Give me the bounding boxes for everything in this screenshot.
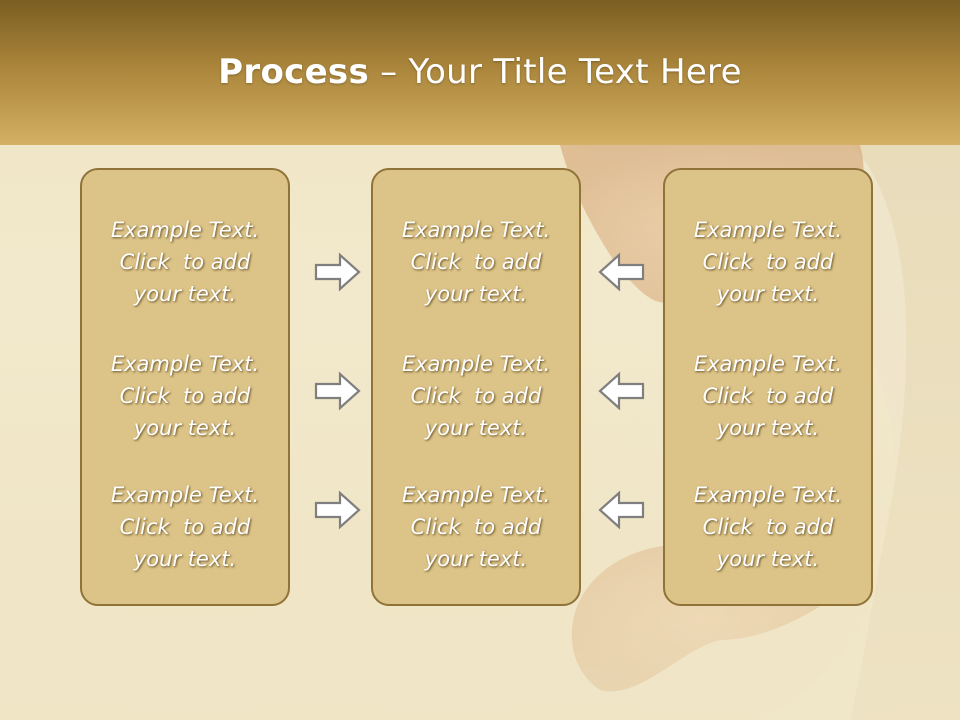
- text-line: Example Text.: [693, 218, 843, 242]
- text-placeholder[interactable]: Example Text. Click to add your text.: [82, 479, 288, 575]
- text-placeholder[interactable]: Example Text. Click to add your text.: [373, 348, 579, 444]
- arrow-right-icon: [314, 371, 361, 411]
- text-line: Click to add: [702, 384, 834, 408]
- text-line: your text.: [424, 547, 528, 571]
- text-placeholder[interactable]: Example Text. Click to add your text.: [665, 348, 871, 444]
- text-line: Example Text.: [110, 483, 260, 507]
- text-line: Click to add: [119, 384, 251, 408]
- text-line: Example Text.: [401, 352, 551, 376]
- text-line: Click to add: [410, 250, 542, 274]
- title-bar: [0, 0, 960, 145]
- text-line: your text.: [716, 282, 820, 306]
- text-line: Click to add: [119, 515, 251, 539]
- text-placeholder[interactable]: Example Text. Click to add your text.: [82, 214, 288, 310]
- process-box-right[interactable]: Example Text. Click to add your text. Ex…: [663, 168, 873, 606]
- text-placeholder[interactable]: Example Text. Click to add your text.: [82, 348, 288, 444]
- text-line: your text.: [424, 282, 528, 306]
- arrow-right-icon: [314, 490, 361, 530]
- arrow-right-icon: [314, 252, 361, 292]
- text-line: Click to add: [410, 384, 542, 408]
- title-text: – Your Title Text Here: [369, 52, 742, 92]
- text-placeholder[interactable]: Example Text. Click to add your text.: [373, 479, 579, 575]
- text-line: Example Text.: [110, 218, 260, 242]
- text-line: Example Text.: [693, 483, 843, 507]
- process-box-center[interactable]: Example Text. Click to add your text. Ex…: [371, 168, 581, 606]
- text-line: Click to add: [410, 515, 542, 539]
- text-line: Example Text.: [110, 352, 260, 376]
- text-line: Example Text.: [693, 352, 843, 376]
- text-line: Click to add: [702, 515, 834, 539]
- slide-title[interactable]: Process – Your Title Text Here: [0, 52, 960, 92]
- text-placeholder[interactable]: Example Text. Click to add your text.: [665, 214, 871, 310]
- text-line: your text.: [133, 282, 237, 306]
- text-line: your text.: [133, 547, 237, 571]
- text-placeholder[interactable]: Example Text. Click to add your text.: [373, 214, 579, 310]
- text-line: Click to add: [702, 250, 834, 274]
- text-placeholder[interactable]: Example Text. Click to add your text.: [665, 479, 871, 575]
- text-line: your text.: [716, 416, 820, 440]
- text-line: Click to add: [119, 250, 251, 274]
- process-box-left[interactable]: Example Text. Click to add your text. Ex…: [80, 168, 290, 606]
- arrow-left-icon: [598, 252, 645, 292]
- text-line: your text.: [716, 547, 820, 571]
- text-line: Example Text.: [401, 483, 551, 507]
- title-bold-text: Process: [218, 52, 370, 92]
- arrow-left-icon: [598, 371, 645, 411]
- text-line: your text.: [424, 416, 528, 440]
- text-line: your text.: [133, 416, 237, 440]
- arrow-left-icon: [598, 490, 645, 530]
- text-line: Example Text.: [401, 218, 551, 242]
